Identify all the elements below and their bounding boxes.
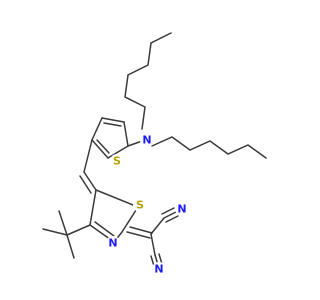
bond-cq-me1 bbox=[42, 228, 68, 236]
nitrile1-a bbox=[163, 211, 177, 219]
bond-c4-c5 bbox=[91, 117, 103, 141]
bond-c3-c4-double bbox=[103, 122, 122, 127]
bond-cq-me3 bbox=[66, 234, 75, 259]
bond-c4-cq bbox=[66, 224, 91, 236]
atom-n-thiazole: N bbox=[108, 237, 117, 250]
bond-c2-cexo-double bbox=[126, 231, 151, 239]
bond-c2-c3 bbox=[123, 121, 129, 147]
bond-c5-s1 bbox=[95, 189, 139, 208]
bond-methine-c5 bbox=[83, 171, 97, 191]
methine-linker bbox=[79, 139, 97, 194]
nitrile1-b bbox=[161, 207, 175, 215]
hexyl-upper-bonds bbox=[124, 32, 172, 130]
bond-cexo-cn1 bbox=[150, 217, 165, 235]
bond-methine-c5-double bbox=[79, 175, 92, 194]
bond-c5-c-double bbox=[96, 139, 110, 154]
bond-c5-c4 bbox=[89, 189, 97, 226]
bond-c4-n3-double bbox=[94, 221, 115, 237]
nitrile2-b bbox=[150, 255, 155, 267]
thiophene-ring bbox=[91, 117, 146, 159]
atom-s-thiazole: S bbox=[136, 199, 144, 212]
nitrile1-c bbox=[165, 215, 179, 223]
bond-cexo-cn2 bbox=[150, 233, 156, 256]
atom-s-thiophene: S bbox=[113, 155, 121, 168]
atom-n-nitrile-2: N bbox=[154, 263, 163, 276]
bond-cq-me2 bbox=[58, 210, 68, 236]
nitrile2-c bbox=[158, 253, 163, 265]
bond-c5-s bbox=[91, 139, 109, 159]
atom-labels: N S S N N N bbox=[106, 133, 189, 276]
hexyl-chain-upper bbox=[124, 32, 172, 130]
thiazole-ring bbox=[89, 189, 139, 243]
atom-n-nitrile-1: N bbox=[177, 203, 186, 216]
bond-c3-c4 bbox=[101, 117, 125, 123]
hexyl-right-bonds bbox=[151, 136, 267, 159]
tert-butyl-group bbox=[42, 210, 91, 259]
hexyl-chain-right bbox=[151, 136, 267, 159]
molecule-structure-diagram: N S S N N N bbox=[42, 32, 267, 276]
atom-n-amine: N bbox=[142, 134, 151, 147]
bond-s-c2 bbox=[107, 145, 129, 159]
bond-thio-methine bbox=[83, 139, 93, 173]
dicyanomethylene-group bbox=[126, 207, 179, 267]
bond-c2-cexo bbox=[129, 226, 153, 234]
bond-c2-s1 bbox=[121, 206, 139, 233]
